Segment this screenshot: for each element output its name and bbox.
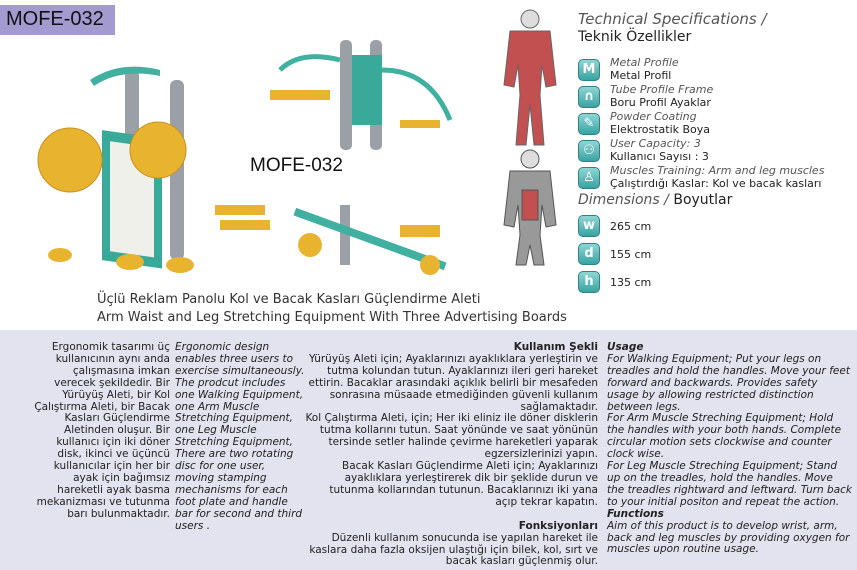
dimension-height: h 135 cm <box>578 268 853 296</box>
depth-icon: d <box>578 243 600 265</box>
dimension-value: 265 cm <box>610 219 652 233</box>
muscle-diagram <box>503 9 557 266</box>
spec-en: Muscles Training: Arm and leg muscles <box>610 164 825 177</box>
body-icon: ♙ <box>578 166 600 189</box>
functions-en-text: Aim of this product is to develop wrist,… <box>607 519 850 556</box>
title-tr: Üçlü Reklam Panolu Kol ve Bacak Kasları … <box>97 292 481 307</box>
usage-tr-text: Yürüyüş Aleti için; Ayaklarınızı ayaklık… <box>305 352 598 508</box>
description-tr: Ergonomik tasarımı üç kullanıcının aynı … <box>34 341 170 520</box>
usage-en: Usage For Walking Equipment; Put your le… <box>607 341 852 556</box>
dimensions-tr: Boyutlar <box>673 192 733 208</box>
height-icon: h <box>578 271 600 293</box>
spec-tr: Elektrostatik Boya <box>610 123 711 136</box>
equipment-main-view <box>37 66 270 273</box>
tube-frame-icon: ∩ <box>578 85 600 108</box>
technical-specifications: Technical Specifications / Teknik Özelli… <box>578 10 853 296</box>
spec-tr: Boru Profil Ayaklar <box>610 96 711 109</box>
model-label: MOFE-032 <box>250 155 343 176</box>
spec-en: Powder Coating <box>610 110 697 123</box>
equipment-top-view <box>270 40 453 150</box>
users-icon: ⚇ <box>578 139 600 162</box>
functions-tr-text: Düzenli kullanım sonucunda ise yapılan h… <box>309 531 598 568</box>
dimension-width: w 265 cm <box>578 212 853 240</box>
usage-en-heading: Usage <box>607 341 644 353</box>
spec-en: Tube Profile Frame <box>610 83 714 96</box>
spec-heading-tr: Teknik Özellikler <box>578 29 692 45</box>
usage-en-text: For Walking Equipment; Put your legs on … <box>607 352 852 508</box>
spray-paint-icon: ✎ <box>578 112 600 135</box>
dimension-value: 155 cm <box>610 247 652 261</box>
spec-tr: Kullanıcı Sayısı : 3 <box>610 150 709 163</box>
title-en: Arm Waist and Leg Stretching Equipment W… <box>97 310 567 325</box>
dimension-value: 135 cm <box>610 275 652 289</box>
spec-heading-en: Technical Specifications / <box>578 10 767 28</box>
equipment-plan-view <box>293 205 447 275</box>
spec-en: Metal Profile <box>610 56 679 69</box>
spec-tr: Çalıştırdığı Kaslar: Kol ve bacak kaslar… <box>610 177 822 190</box>
functions-en-heading: Functions <box>607 507 664 520</box>
spec-en: User Capacity: 3 <box>610 137 701 150</box>
width-icon: w <box>578 215 600 237</box>
muscle-figure-front <box>503 9 557 146</box>
dimension-depth: d 155 cm <box>578 240 853 268</box>
usage-tr: Kullanım Şekli Yürüyüş Aleti için; Ayakl… <box>305 341 598 568</box>
description-en: Ergonomic design enables three users to … <box>175 341 305 532</box>
product-title: Üçlü Reklam Panolu Kol ve Bacak Kasları … <box>97 291 567 327</box>
usage-tr-heading: Kullanım Şekli <box>513 341 598 353</box>
muscle-figure-back <box>503 149 557 266</box>
product-illustration <box>37 40 453 275</box>
dimensions-heading: Dimensions / Boyutlar <box>578 191 853 209</box>
dimensions-en: Dimensions / <box>578 192 669 208</box>
spec-tr: Metal Profil <box>610 69 672 82</box>
metal-profile-icon: M <box>578 58 600 81</box>
functions-tr-heading: Fonksiyonları <box>518 519 598 532</box>
model-badge: MOFE-032 <box>0 5 115 35</box>
description-panel <box>0 330 857 570</box>
